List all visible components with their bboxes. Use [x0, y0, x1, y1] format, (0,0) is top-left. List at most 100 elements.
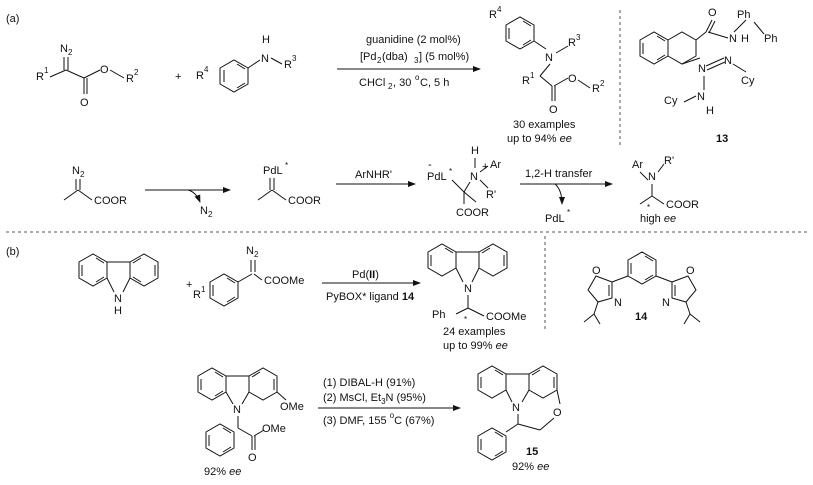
svg-text:O: O [553, 407, 562, 419]
ammonium-ylide: - PdL * H + N Ar R' COOR [427, 145, 501, 219]
svg-text:Ph: Ph [764, 33, 777, 45]
svg-text:O: O [80, 97, 89, 109]
svg-text:13: 13 [716, 133, 728, 145]
svg-text:N: N [246, 245, 254, 257]
panel-b-label: (b) [6, 246, 19, 258]
final-product-15: N O 15 92% ee [477, 365, 562, 473]
svg-text:H: H [262, 34, 270, 46]
arrow-loss-n2: N 2 [145, 187, 231, 219]
svg-text:N: N [512, 402, 520, 414]
svg-text:H: H [741, 33, 749, 45]
svg-text:COOR: COOR [666, 199, 699, 211]
plus-sign: + [175, 71, 181, 83]
svg-text:guanidine (2 mol%): guanidine (2 mol%) [366, 34, 461, 46]
svg-text:1: 1 [201, 285, 206, 294]
svg-text:R: R [126, 73, 134, 85]
svg-text:R: R [489, 9, 497, 21]
aryl-diazoacetate: R 1 N 2 COOMe [193, 245, 304, 307]
svg-text:(2) MsCl, Et3N (95%): (2) MsCl, Et3N (95%) [323, 392, 426, 406]
reaction-arrow-a: guanidine (2 mol%) [Pd 2 (dba) 3 ] (5 mo… [337, 34, 481, 91]
svg-text:OMe: OMe [262, 423, 286, 435]
svg-text:Ph: Ph [737, 9, 750, 21]
svg-text:92% ee: 92% ee [512, 461, 549, 473]
svg-text:N: N [724, 55, 732, 67]
svg-text:N: N [60, 43, 68, 55]
svg-text:2: 2 [134, 68, 139, 77]
svg-text:N: N [545, 52, 553, 64]
svg-text:N: N [662, 297, 670, 309]
svg-text:N: N [614, 297, 622, 309]
svg-text:R: R [284, 59, 292, 71]
svg-text:[Pd: [Pd [360, 51, 377, 63]
svg-text:up to 99% ee: up to 99% ee [443, 340, 508, 352]
svg-text:14: 14 [635, 311, 648, 323]
carbazole-reactant: N H [78, 253, 159, 317]
svg-text:, 30: , 30 [393, 77, 411, 89]
product-b: N Ph * COOMe 24 examples up to 99% ee [427, 243, 526, 352]
svg-text:PdL: PdL [545, 213, 565, 225]
aniline-reactant: R 4 H N R 3 [196, 34, 297, 93]
svg-text:O: O [248, 452, 257, 464]
svg-text:O: O [568, 73, 577, 85]
svg-text:1: 1 [44, 66, 49, 75]
svg-text:(dba): (dba) [382, 51, 408, 63]
svg-text:COOMe: COOMe [486, 311, 526, 323]
svg-text:PdL: PdL [263, 165, 283, 177]
svg-text:(3) DMF, 155 oC (67%): (3) DMF, 155 oC (67%) [323, 411, 434, 427]
svg-text:R': R' [486, 189, 496, 201]
svg-text:PyBOX* ligand 14: PyBOX* ligand 14 [326, 291, 415, 303]
carbazole-substrate: N OMe O OMe 92% ee [197, 367, 304, 478]
svg-text:*: * [567, 208, 570, 217]
svg-text:OMe: OMe [280, 401, 304, 413]
svg-text:O: O [592, 265, 601, 277]
svg-text:N: N [464, 283, 472, 295]
svg-text:3: 3 [576, 33, 581, 42]
svg-text:2: 2 [80, 170, 85, 179]
svg-text:H: H [706, 105, 714, 117]
svg-text:Ar: Ar [490, 159, 501, 171]
svg-text:] (5 mol%): ] (5 mol%) [419, 51, 469, 63]
svg-text:30 examples: 30 examples [513, 119, 576, 131]
svg-text:N: N [72, 165, 80, 177]
svg-text:COOR: COOR [94, 195, 127, 207]
svg-text:N: N [261, 53, 269, 65]
svg-text:3: 3 [414, 56, 419, 65]
svg-text:1,2-H transfer: 1,2-H transfer [525, 168, 593, 180]
svg-text:2: 2 [388, 82, 393, 91]
svg-text:+: + [482, 161, 488, 173]
svg-text:high ee: high ee [640, 213, 676, 225]
svg-text:O: O [686, 265, 695, 277]
svg-text:N: N [648, 171, 656, 183]
svg-text:ArNHR': ArNHR' [355, 169, 392, 181]
svg-text:1: 1 [530, 71, 535, 80]
svg-text:(1) DIBAL-H (91%): (1) DIBAL-H (91%) [323, 377, 415, 389]
svg-text:PdL: PdL [427, 171, 447, 183]
svg-text:4: 4 [497, 5, 502, 14]
svg-text:O: O [100, 64, 109, 76]
svg-text:R: R [193, 289, 201, 301]
arrow-amine-addition: ArNHR' [336, 169, 416, 187]
reaction-arrow-b: Pd(II) PyBOX* ligand 14 [322, 269, 421, 303]
svg-text:N: N [200, 205, 208, 217]
svg-text:N: N [470, 171, 478, 183]
svg-text:*: * [647, 203, 650, 212]
svg-text:R: R [592, 83, 600, 95]
pd-carbene: PdL * COOR [257, 161, 321, 207]
svg-text:2: 2 [208, 210, 213, 219]
svg-text:N: N [233, 404, 241, 416]
svg-text:*: * [285, 161, 288, 170]
svg-text:2: 2 [600, 79, 605, 88]
svg-text:H: H [471, 145, 479, 157]
svg-text:Cy: Cy [664, 95, 678, 107]
svg-text:2: 2 [68, 48, 73, 57]
reaction-arrow-multistep: (1) DIBAL-H (91%) (2) MsCl, Et3N (95%) (… [318, 377, 461, 427]
svg-text:N: N [729, 33, 737, 45]
svg-text:R': R' [664, 155, 674, 167]
svg-text:R: R [568, 37, 576, 49]
svg-text:COOR: COOR [288, 195, 321, 207]
plus-sign-b: + [186, 279, 192, 291]
svg-text:Pd(II): Pd(II) [352, 269, 379, 281]
panel-a-label: (a) [6, 13, 19, 25]
svg-text:N: N [698, 63, 706, 75]
